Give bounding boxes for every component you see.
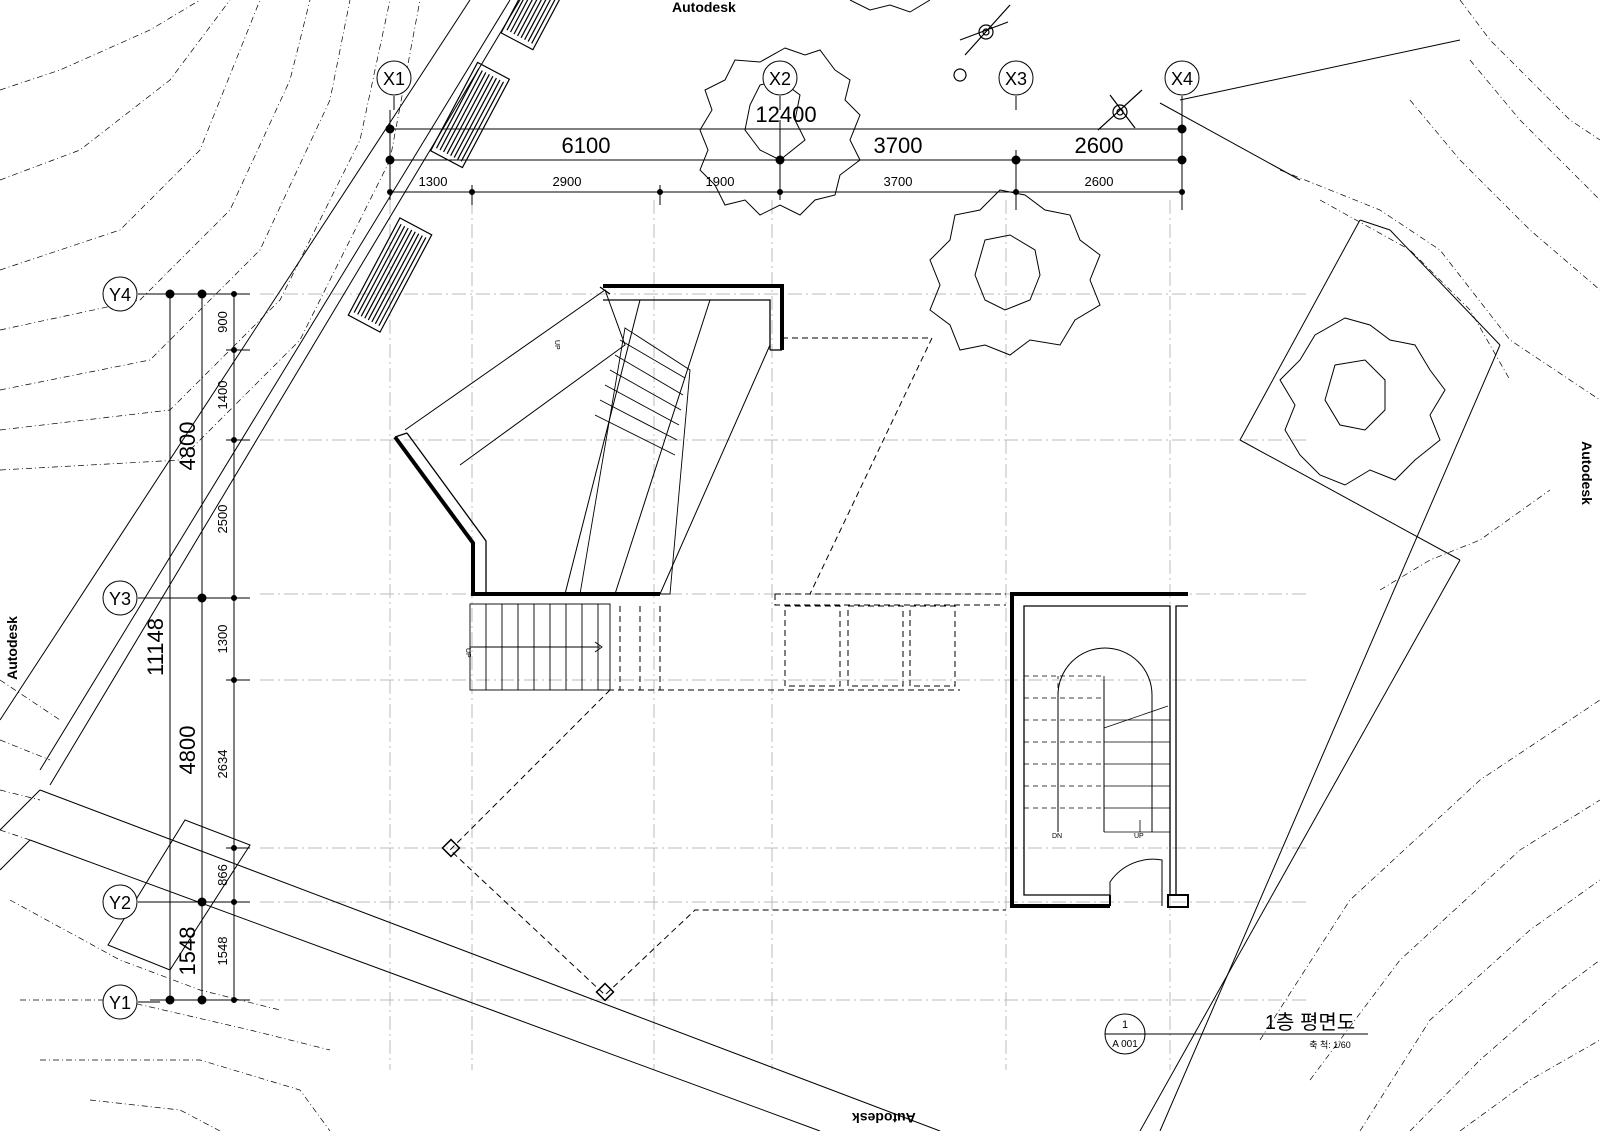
- title-number: 1: [1122, 1019, 1128, 1031]
- dim-left-mid-2: 4800: [175, 726, 200, 775]
- grid-bubbles: [102, 60, 1200, 1020]
- grid-label-x3: X3: [1005, 69, 1027, 89]
- dim-left-mid-1: 4800: [175, 422, 200, 471]
- dim-top-total: 12400: [755, 102, 816, 127]
- stair-up-label-upper: UP: [553, 340, 560, 350]
- building-walls: [393, 284, 1189, 1002]
- dim-top-mid-3: 2600: [1075, 133, 1124, 158]
- dim-top-fine-1: 1300: [419, 174, 448, 189]
- dim-top-mid-2: 3700: [874, 133, 923, 158]
- grid-label-x4: X4: [1171, 69, 1193, 89]
- title-sheet: A 001: [1112, 1039, 1138, 1050]
- dim-top-fine-2: 2900: [553, 174, 582, 189]
- title-block: [1104, 1013, 1368, 1055]
- dim-top-fine-3: 1900: [706, 174, 735, 189]
- dim-left-fine-4: 1300: [215, 625, 230, 654]
- grid-label-x1: X1: [383, 69, 405, 89]
- tree-symbols: [699, 0, 1446, 486]
- dim-left-fine-6: 866: [215, 864, 230, 886]
- dim-left-fine-5: 2634: [215, 750, 230, 779]
- dim-left-fine-1: 900: [215, 311, 230, 333]
- left-dimensions: [150, 289, 250, 1005]
- stair-up-label-left: UP: [464, 648, 471, 658]
- dim-left-mid-3: 1548: [175, 927, 200, 976]
- watermark-left: Autodesk: [3, 616, 20, 680]
- watermark-right: Autodesk: [1578, 441, 1595, 505]
- dim-top-fine-5: 2600: [1085, 174, 1114, 189]
- stair-up-label-core: UP: [1134, 833, 1144, 840]
- grid-label-y4: Y4: [109, 285, 131, 305]
- dim-top-mid-1: 6100: [562, 133, 611, 158]
- top-dimensions: [385, 110, 1187, 210]
- watermark-top: Autodesk: [672, 0, 736, 15]
- drawing-scale: 축 척: 1/60: [1309, 1040, 1351, 1050]
- grid-label-y2: Y2: [109, 893, 131, 913]
- dim-left-fine-2: 1400: [215, 381, 230, 410]
- drawing-title: 1층 평면도: [1265, 1011, 1355, 1034]
- grid-label-x2: X2: [769, 69, 791, 89]
- grid-label-y3: Y3: [109, 589, 131, 609]
- grid-label-y1: Y1: [109, 993, 131, 1013]
- site-benches: [347, 0, 564, 333]
- dim-top-fine-4: 3700: [884, 174, 913, 189]
- lamp-symbols: [953, 4, 1143, 131]
- stair-dn-label: DN: [1052, 833, 1062, 840]
- dim-left-fine-3: 2500: [215, 505, 230, 534]
- watermark-bottom: Autodesk: [852, 1110, 916, 1126]
- dim-left-fine-7: 1548: [215, 937, 230, 966]
- dim-left-total: 11148: [143, 618, 168, 676]
